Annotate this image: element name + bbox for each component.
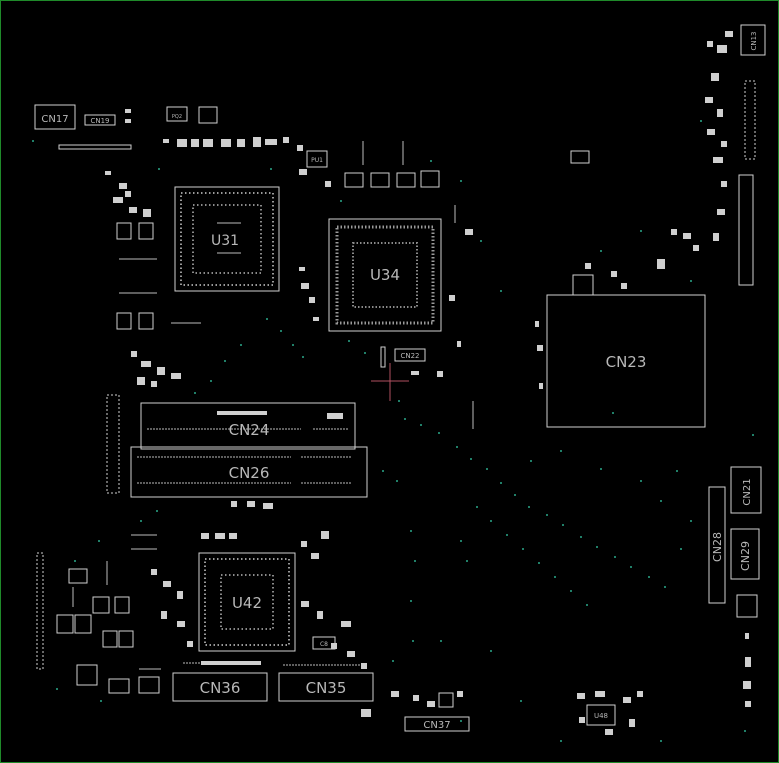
chip-u48-outline — [586, 704, 616, 726]
connector-cn36-outline — [172, 672, 268, 702]
inductor-7 — [118, 630, 134, 648]
chip-u34-inner-ring — [352, 242, 418, 308]
inductor-6 — [102, 630, 118, 648]
connector-cn19-outline — [84, 114, 116, 126]
mosfet-2 — [370, 172, 390, 188]
inductor-5 — [74, 614, 92, 634]
pq2-outline — [166, 106, 188, 122]
small-connector-right — [736, 594, 758, 618]
label-cn21: CN21 — [742, 478, 753, 505]
chip-u42-ball-grid — [204, 558, 290, 646]
vias — [32, 120, 754, 742]
label-cn26: CN26 — [229, 464, 270, 482]
label-cn24: CN24 — [229, 421, 270, 439]
smd-components — [105, 31, 751, 735]
connector-cn22-outline — [394, 348, 426, 362]
inductor-8 — [108, 678, 130, 694]
connector-cn29-outline — [730, 528, 760, 580]
label-pu1: PU1 — [311, 157, 323, 164]
slot-cn24-outline — [140, 402, 356, 450]
label-u42: U42 — [232, 594, 262, 612]
label-cn36: CN36 — [200, 679, 241, 697]
label-cn29: CN29 — [739, 541, 752, 571]
inductor-4 — [56, 614, 74, 634]
crosshair-cursor — [371, 363, 409, 401]
small-part-right — [570, 150, 590, 164]
chip-u34-pad-ring — [335, 225, 435, 325]
inductor-2 — [92, 596, 110, 614]
pu1-outline — [306, 150, 328, 168]
label-cn13: CN13 — [750, 31, 758, 50]
connector-cn35-outline — [278, 672, 374, 702]
connector-strip-top — [58, 144, 132, 150]
power-part-top — [198, 106, 218, 124]
connector-cn13-outline — [740, 24, 766, 56]
inductor-9 — [138, 676, 160, 694]
label-u48: U48 — [594, 712, 608, 720]
mosfet-left-3 — [116, 312, 132, 330]
small-chip-bottom — [438, 692, 454, 708]
connector-cn28-outline — [708, 486, 726, 604]
chip-u34-outline — [328, 218, 442, 332]
label-cn19: CN19 — [90, 117, 109, 125]
label-u34: U34 — [370, 266, 400, 284]
mosfet-4 — [420, 170, 440, 188]
part-left-of-cn22 — [380, 346, 386, 368]
chip-u42-inner-grid — [220, 574, 274, 630]
inductor-1 — [68, 568, 88, 584]
label-cn28: CN28 — [711, 532, 724, 562]
pin-header-far-left — [36, 552, 44, 670]
connector-cn37-outline — [404, 716, 470, 732]
mosfet-3 — [396, 172, 416, 188]
part-above-cn23 — [572, 274, 594, 296]
label-cn17: CN17 — [41, 114, 68, 125]
inductor-3 — [114, 596, 130, 614]
label-cn23: CN23 — [606, 353, 647, 371]
pin-header-right-mid — [738, 174, 754, 286]
mosfet-left-1 — [116, 222, 132, 240]
label-u31: U31 — [211, 233, 239, 249]
connector-cn23-outline — [546, 294, 706, 428]
connector-cn17-outline — [34, 104, 76, 130]
mosfet-left-4 — [138, 312, 154, 330]
label-cn37: CN37 — [423, 720, 450, 731]
pin-header-right-top — [744, 80, 756, 160]
chip-u42-outline — [198, 552, 296, 652]
mosfet-1 — [344, 172, 364, 188]
label-c8: C8 — [320, 641, 328, 648]
qfn-chip-left — [76, 664, 98, 686]
label-cn35: CN35 — [306, 679, 347, 697]
mosfet-left-2 — [138, 222, 154, 240]
pin-header-left — [106, 394, 120, 494]
chip-u31-outline — [174, 186, 280, 292]
label-cn22: CN22 — [400, 352, 419, 360]
label-pq2: PQ2 — [172, 114, 182, 120]
connector-cn21-outline — [730, 466, 762, 514]
slot-cn26-outline — [130, 446, 368, 498]
